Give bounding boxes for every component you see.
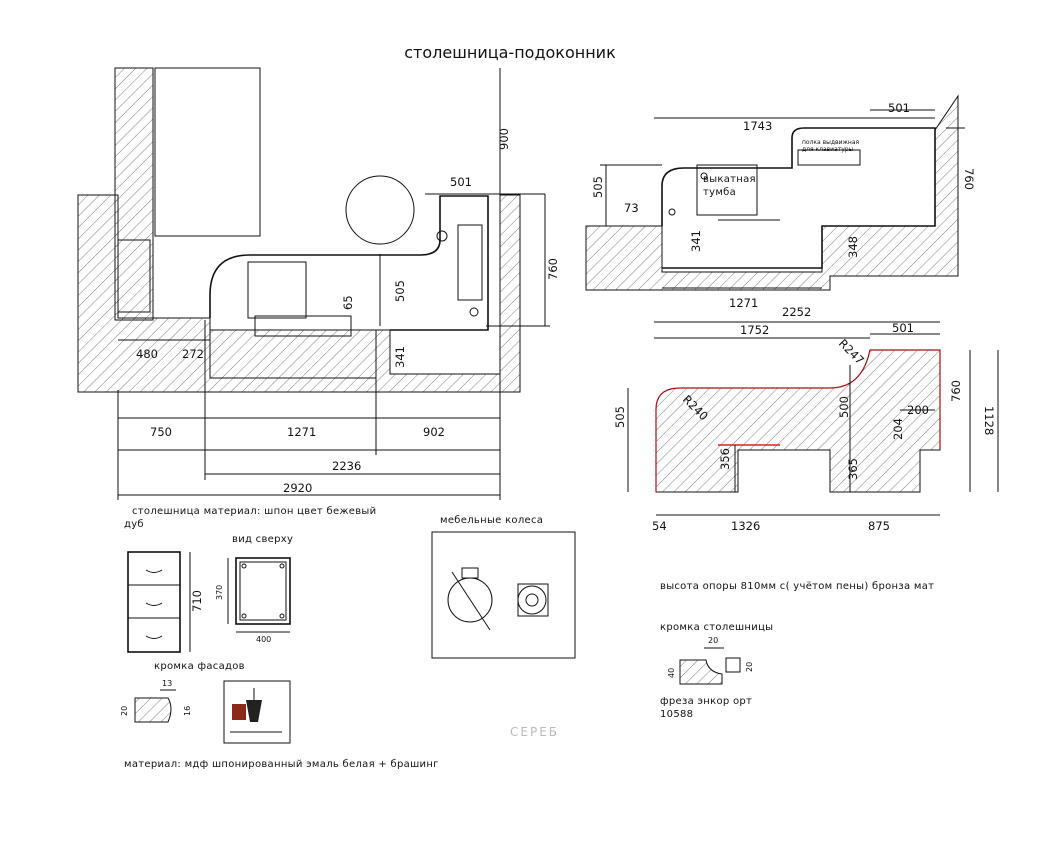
right-top-countertop (661, 127, 936, 269)
monitor-block (247, 261, 307, 319)
pedestal-label-2: тумба (703, 187, 736, 198)
dim-710: 710 (190, 590, 204, 612)
svg-text:20: 20 (745, 662, 754, 672)
svg-text:13: 13 (162, 679, 172, 688)
dim-356: 356 (718, 448, 732, 470)
mill-label-2: 10588 (660, 709, 693, 720)
dim-2236: 2236 (332, 459, 361, 473)
dim-348: 348 (846, 236, 860, 258)
dim-505: 505 (393, 280, 407, 302)
dim-505-c: 505 (613, 406, 627, 428)
left-countertop-outline (209, 195, 489, 331)
facade-edge-profile: 13 20 16 (120, 679, 192, 723)
dim-400: 400 (256, 635, 271, 644)
dim-54: 54 (652, 519, 667, 533)
counter-edge-profile: 20 40 20 (667, 636, 754, 685)
dim-902: 902 (423, 425, 445, 439)
dim-204: 204 (891, 418, 905, 440)
dim-480: 480 (136, 347, 158, 361)
facade-edge-label: кромка фасадов (154, 661, 245, 672)
counter-edge-label: кромка столешницы (660, 622, 773, 633)
keyboard-shelf-top (797, 149, 861, 166)
dim-501-c: 501 (892, 321, 914, 335)
dim-760: 760 (546, 258, 560, 280)
shelf-label-2: для клавиатуры (802, 146, 854, 153)
material-bottom: материал: мдф шпонированный эмаль белая … (124, 759, 439, 770)
svg-text:40: 40 (667, 668, 676, 678)
hinge-mark (436, 230, 448, 242)
drawer-handle-icon (145, 569, 163, 573)
dim-370: 370 (215, 585, 224, 600)
dim-501-b: 501 (888, 101, 910, 115)
upper-cabinet (154, 67, 261, 237)
dim-500: 500 (837, 396, 851, 418)
dim-760-c: 760 (949, 380, 963, 402)
dim-1271-b: 1271 (729, 296, 758, 310)
dim-R247: R247 (836, 336, 867, 367)
dim-900: 900 (497, 128, 511, 150)
dim-505-b: 505 (591, 176, 605, 198)
svg-text:16: 16 (183, 706, 192, 716)
cabinet-top-view: 370 400 (215, 557, 291, 644)
dim-2920: 2920 (283, 481, 312, 495)
dim-875: 875 (868, 519, 890, 533)
edge-banding-outline (655, 349, 941, 492)
dim-750: 750 (150, 425, 172, 439)
dim-1743: 1743 (743, 119, 772, 133)
hinge-mark-2 (469, 307, 479, 317)
keyboard-shelf (254, 315, 352, 337)
notes-and-details: столешница материал: шпон цвет бежевый д… (120, 506, 934, 770)
material-top-line2: дуб (124, 519, 144, 530)
dim-1326: 1326 (731, 519, 760, 533)
dim-200: 200 (907, 403, 929, 417)
wheels-frame (431, 531, 576, 659)
material-top-line1: столешница материал: шпон цвет бежевый (132, 506, 376, 517)
right-top-plan: 1743 501 505 73 341 348 760 1271 выкатна… (585, 94, 976, 310)
dim-1752: 1752 (740, 323, 769, 337)
support-height-note: высота опоры 810мм с( учётом пены) бронз… (660, 581, 934, 592)
dim-2252: 2252 (782, 305, 811, 319)
dim-365: 365 (846, 458, 860, 480)
dim-760-b: 760 (962, 168, 976, 190)
shelf-label-1: полка выдвижная (802, 139, 859, 146)
rolling-pedestal (696, 164, 758, 216)
sheet-title: столешница-подоконник (404, 43, 616, 62)
watermark: СЕРЕБ (510, 725, 559, 739)
dim-73: 73 (624, 201, 639, 215)
top-view-label: вид сверху (232, 534, 293, 545)
left-plan: 900 501 760 505 65 341 480 272 750 1271 … (77, 67, 560, 500)
dim-1128: 1128 (982, 406, 996, 435)
pedestal-label-1: выкатная (703, 174, 756, 185)
side-cabinet (457, 224, 483, 301)
router-bit-icon (230, 688, 282, 733)
dim-272: 272 (182, 347, 204, 361)
left-wall-upper (114, 67, 154, 321)
dim-341: 341 (393, 346, 407, 368)
dim-1271: 1271 (287, 425, 316, 439)
caster-wheel-icon (447, 567, 549, 631)
right-bottom-plan: 2252 1752 501 R247 R240 505 500 760 1128… (613, 305, 999, 533)
svg-text:20: 20 (120, 706, 129, 716)
svg-text:20: 20 (708, 636, 718, 645)
cabinet-front-view: 710 (127, 551, 204, 653)
round-mirror (345, 175, 415, 245)
wheels-label: мебельные колеса (440, 515, 543, 526)
dim-341-b: 341 (689, 230, 703, 252)
mill-label-1: фреза энкор орт (660, 696, 752, 707)
dim-65: 65 (341, 295, 355, 310)
wall-section (77, 194, 521, 393)
dim-501: 501 (450, 175, 472, 189)
router-bit-frame (223, 680, 291, 744)
